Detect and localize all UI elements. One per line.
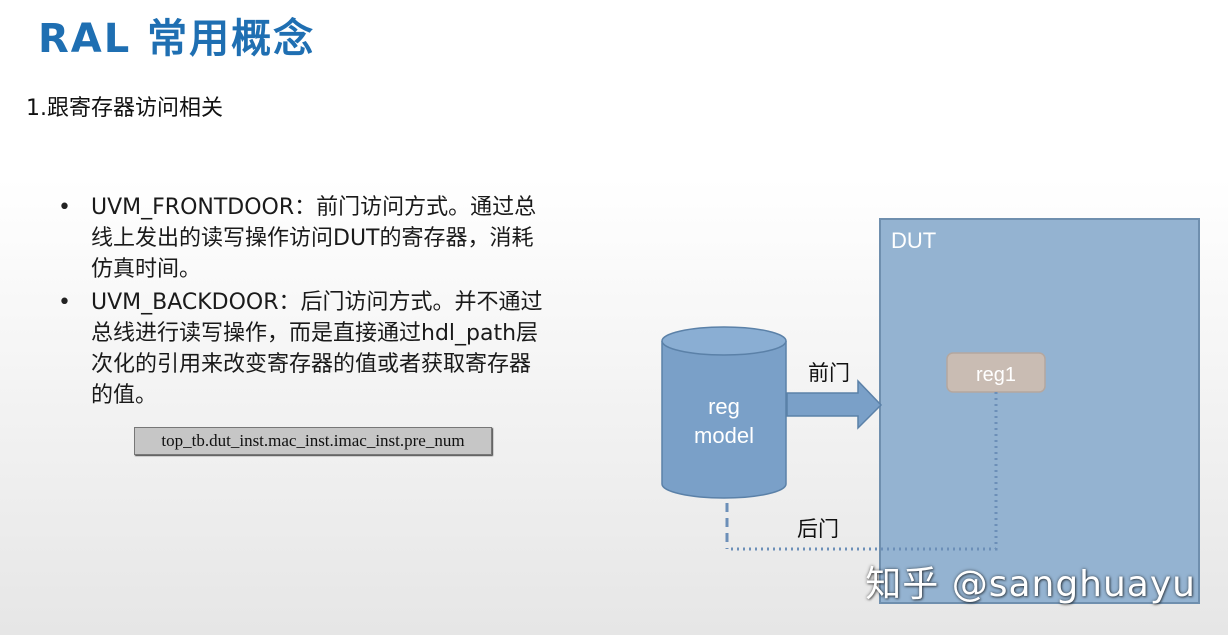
bullet-frontdoor-line-1: UVM_FRONTDOOR：前门访问方式。通过总 bbox=[91, 195, 537, 220]
bullet-backdoor-line-2: 总线进行读写操作，而是直接通过hdl_path层 bbox=[91, 321, 539, 346]
page-title: RAL 常用概念 bbox=[38, 16, 316, 62]
watermark: 知乎 @sanghuayu bbox=[865, 564, 1196, 605]
bullet-frontdoor: • UVM_FRONTDOOR：前门访问方式。通过总 线上发出的读写操作访问DU… bbox=[58, 192, 608, 285]
bullet-frontdoor-line-2: 线上发出的读写操作访问DUT的寄存器，消耗 bbox=[91, 226, 534, 251]
bullet-backdoor-line-3: 次化的引用来改变寄存器的值或者获取寄存器 bbox=[91, 352, 532, 377]
bullet-list: • UVM_FRONTDOOR：前门访问方式。通过总 线上发出的读写操作访问DU… bbox=[58, 192, 608, 413]
reg1-label: reg1 bbox=[976, 364, 1016, 386]
reg-model-label-line2: model bbox=[694, 423, 754, 448]
reg-model-cylinder bbox=[661, 326, 787, 499]
bullet-backdoor-line-1: UVM_BACKDOOR：后门访问方式。并不通过 bbox=[91, 290, 543, 315]
bullet-dot: • bbox=[58, 195, 71, 220]
frontdoor-label: 前门 bbox=[808, 362, 850, 385]
frontdoor-arrow bbox=[786, 379, 883, 430]
backdoor-path bbox=[727, 392, 998, 551]
backdoor-label: 后门 bbox=[797, 518, 839, 541]
bullet-dot: • bbox=[58, 290, 71, 315]
bullet-backdoor: • UVM_BACKDOOR：后门访问方式。并不通过 总线进行读写操作，而是直接… bbox=[58, 287, 608, 411]
hdl-path-code-box: top_tb.dut_inst.mac_inst.imac_inst.pre_n… bbox=[134, 427, 492, 455]
dut-box bbox=[879, 218, 1200, 604]
bullet-frontdoor-line-3: 仿真时间。 bbox=[91, 257, 202, 282]
bullet-backdoor-line-4: 的值。 bbox=[91, 383, 158, 408]
section-heading: 1.跟寄存器访问相关 bbox=[26, 96, 223, 121]
reg-model-label-line1: reg bbox=[708, 394, 740, 419]
dut-label: DUT bbox=[891, 228, 936, 253]
